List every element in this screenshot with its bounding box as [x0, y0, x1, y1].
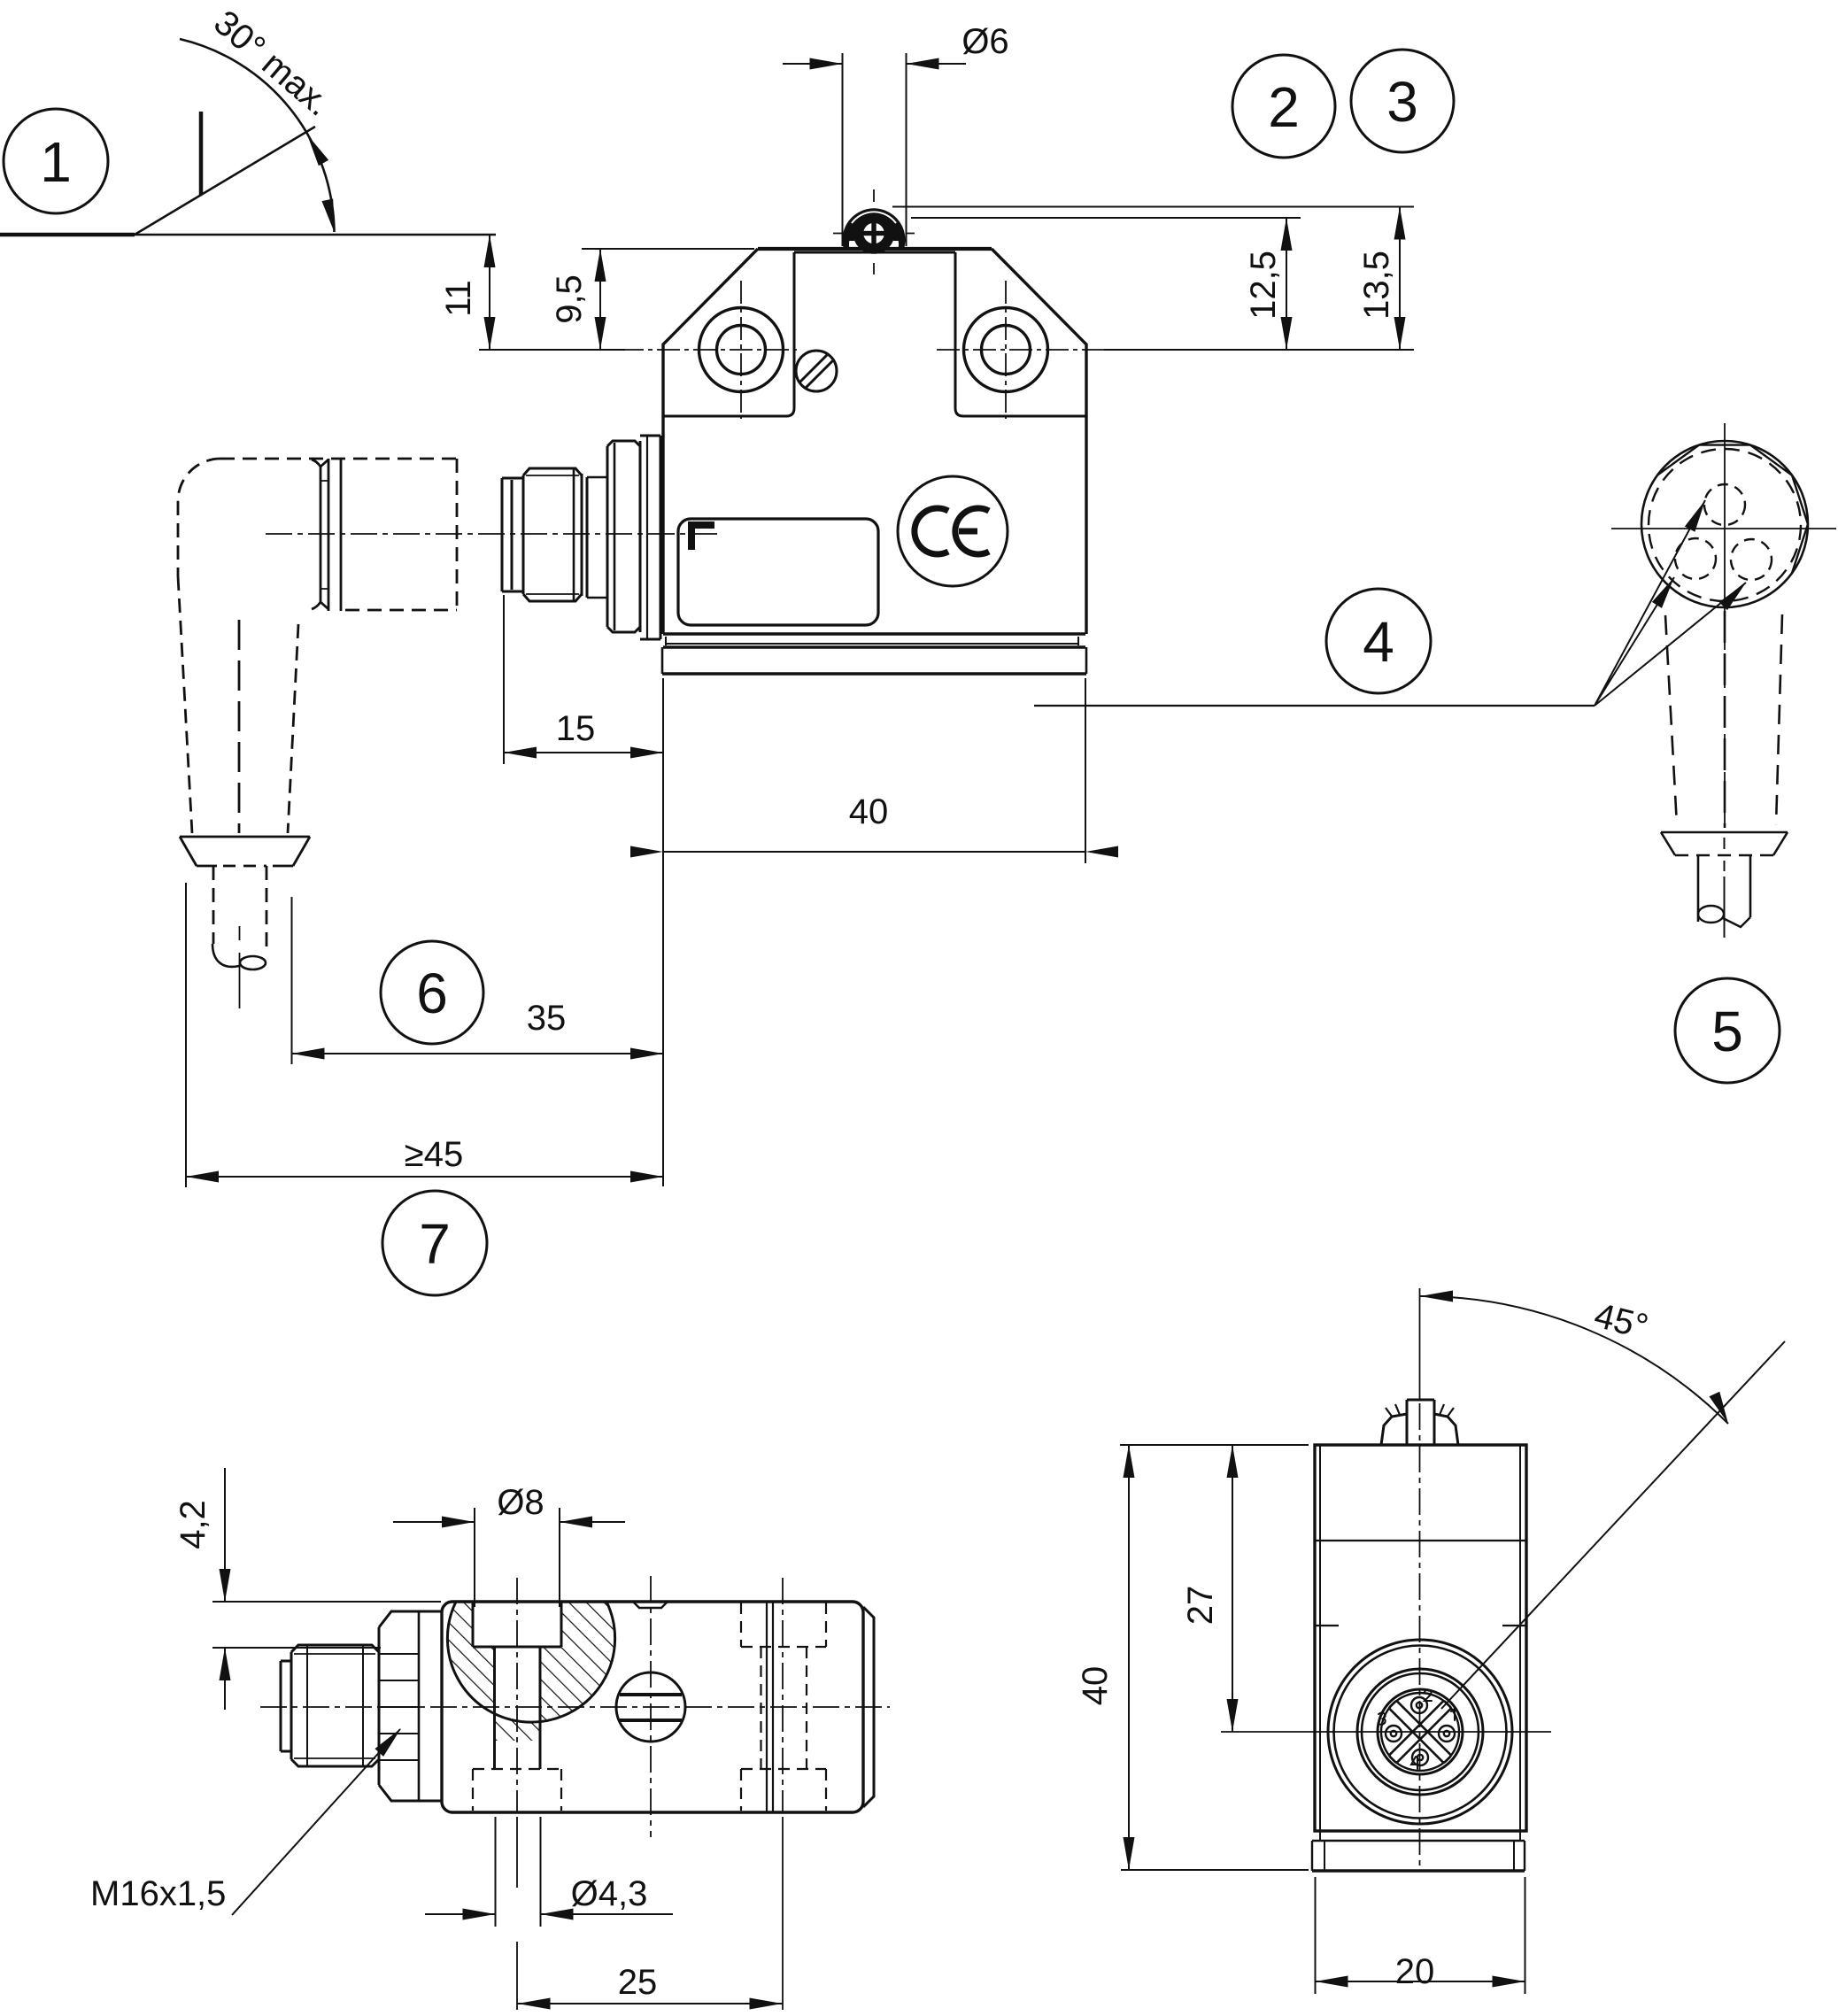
svg-text:40: 40 — [849, 792, 889, 831]
svg-text:20: 20 — [1395, 1952, 1435, 1991]
svg-text:3: 3 — [1386, 70, 1418, 134]
svg-text:27: 27 — [1181, 1586, 1220, 1626]
svg-text:1: 1 — [40, 130, 72, 194]
svg-text:6: 6 — [416, 962, 448, 1025]
svg-text:Ø4,3: Ø4,3 — [571, 1874, 648, 1913]
svg-text:4,2: 4,2 — [174, 1500, 212, 1549]
svg-text:9,5: 9,5 — [550, 274, 589, 324]
svg-text:25: 25 — [618, 1963, 658, 2002]
svg-text:13,5: 13,5 — [1357, 251, 1396, 320]
svg-text:7: 7 — [419, 1212, 451, 1276]
svg-text:40: 40 — [1076, 1666, 1115, 1706]
svg-text:5: 5 — [1711, 1000, 1743, 1063]
svg-text:12,5: 12,5 — [1244, 251, 1283, 320]
svg-text:4: 4 — [1363, 610, 1394, 674]
svg-text:Ø8: Ø8 — [497, 1483, 544, 1522]
svg-text:35: 35 — [527, 999, 567, 1038]
svg-text:11: 11 — [439, 280, 478, 317]
svg-text:15: 15 — [556, 709, 596, 748]
svg-text:M16x1,5: M16x1,5 — [90, 1874, 226, 1913]
svg-text:≥45: ≥45 — [405, 1135, 463, 1174]
svg-text:Ø6: Ø6 — [961, 22, 1008, 61]
svg-text:2: 2 — [1268, 75, 1300, 139]
